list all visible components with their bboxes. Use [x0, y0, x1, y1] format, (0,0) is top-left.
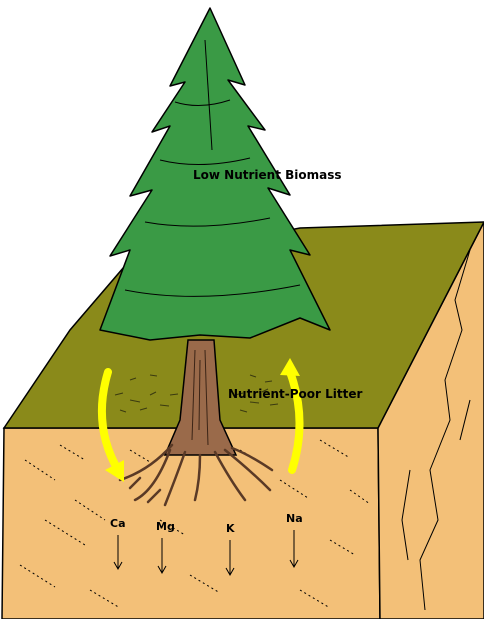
nutrient-label-k: K: [226, 522, 235, 535]
soil-front-face: [2, 428, 380, 619]
biomass-label: Low Nutrient Biomass: [193, 168, 342, 182]
nutrient-label-na: Na: [286, 512, 303, 525]
nutrient-label-ca: Ca: [110, 517, 126, 530]
nutrient-label-mg: Mg: [156, 520, 175, 533]
litter-label: Nutrient-Poor Litter: [228, 387, 363, 401]
